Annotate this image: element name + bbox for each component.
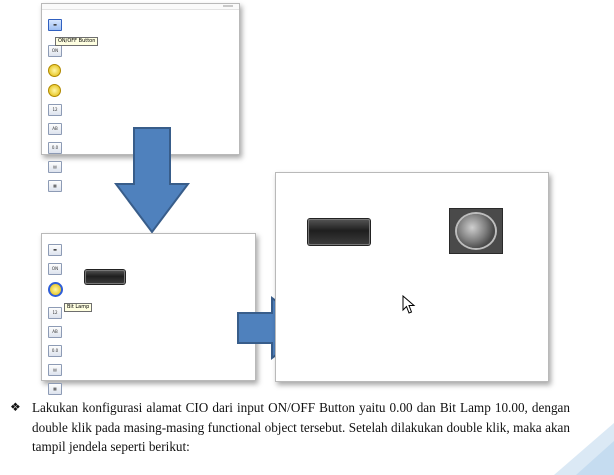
bit-lamp-object: [449, 208, 503, 254]
corner-decoration: [554, 423, 614, 475]
word-lamp-tool-icon[interactable]: [48, 84, 61, 97]
instruction-text: Lakukan konfigurasi alamat CIO dari inpu…: [32, 400, 570, 454]
window-control-icon: [223, 5, 233, 7]
object-toolbar: ▬ ON 12 AB 0.0 ▤ ▦: [48, 244, 63, 402]
word-display-tool-icon[interactable]: AB: [48, 123, 62, 135]
instruction-paragraph: ❖ Lakukan konfigurasi alamat CIO dari in…: [10, 398, 570, 457]
numeric-display-tool-icon[interactable]: 0.0: [48, 345, 62, 357]
on-off-button-object[interactable]: [85, 270, 125, 284]
screenshot-runtime-view: [275, 172, 549, 382]
analog-display-tool-icon[interactable]: ▤: [48, 364, 62, 376]
bit-lamp-tool-icon[interactable]: [48, 282, 63, 297]
numeric-display-tool-icon[interactable]: 0.0: [48, 142, 62, 154]
editor-titlebar: [42, 4, 239, 10]
bit-lamp-tool-icon[interactable]: [48, 64, 61, 77]
numeric-input-tool-icon[interactable]: 12: [48, 307, 62, 319]
toggle-tool-icon[interactable]: ON: [48, 45, 62, 57]
image-tool-icon[interactable]: ▦: [48, 383, 62, 395]
screenshot-middle-editor: ▬ ON 12 AB 0.0 ▤ ▦ Bit Lamp: [41, 233, 256, 395]
image-tool-icon[interactable]: ▦: [48, 180, 62, 192]
word-display-tool-icon[interactable]: AB: [48, 326, 62, 338]
on-off-button-tool-icon[interactable]: ▬: [48, 19, 62, 31]
tooltip-bit-lamp: Bit Lamp: [64, 303, 93, 312]
object-toolbar: ▬ ON 12 AB 0.0 ▤ ▦: [48, 19, 62, 199]
down-arrow-icon: [114, 127, 190, 234]
diamond-bullet-icon: ❖: [10, 400, 21, 414]
tooltip-on-off-button: ON/OFF Button: [55, 37, 99, 46]
toggle-tool-icon[interactable]: ON: [48, 263, 62, 275]
mouse-cursor-icon: [402, 295, 416, 314]
on-off-button-tool-icon[interactable]: ▬: [48, 244, 62, 256]
on-off-button-object[interactable]: [308, 219, 370, 245]
numeric-input-tool-icon[interactable]: 12: [48, 104, 62, 116]
lamp-bulb-icon: [457, 214, 495, 248]
analog-display-tool-icon[interactable]: ▤: [48, 161, 62, 173]
